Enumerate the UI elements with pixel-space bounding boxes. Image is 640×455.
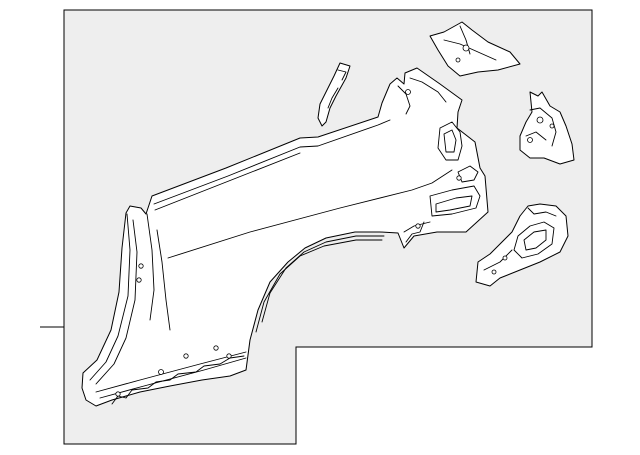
upper-bracket: [429, 21, 521, 77]
lower-rear-bracket: [475, 203, 569, 287]
quarter-panel: [81, 67, 489, 407]
pillar-reinforcement: [317, 62, 351, 127]
rear-upper-bracket: [519, 91, 575, 165]
